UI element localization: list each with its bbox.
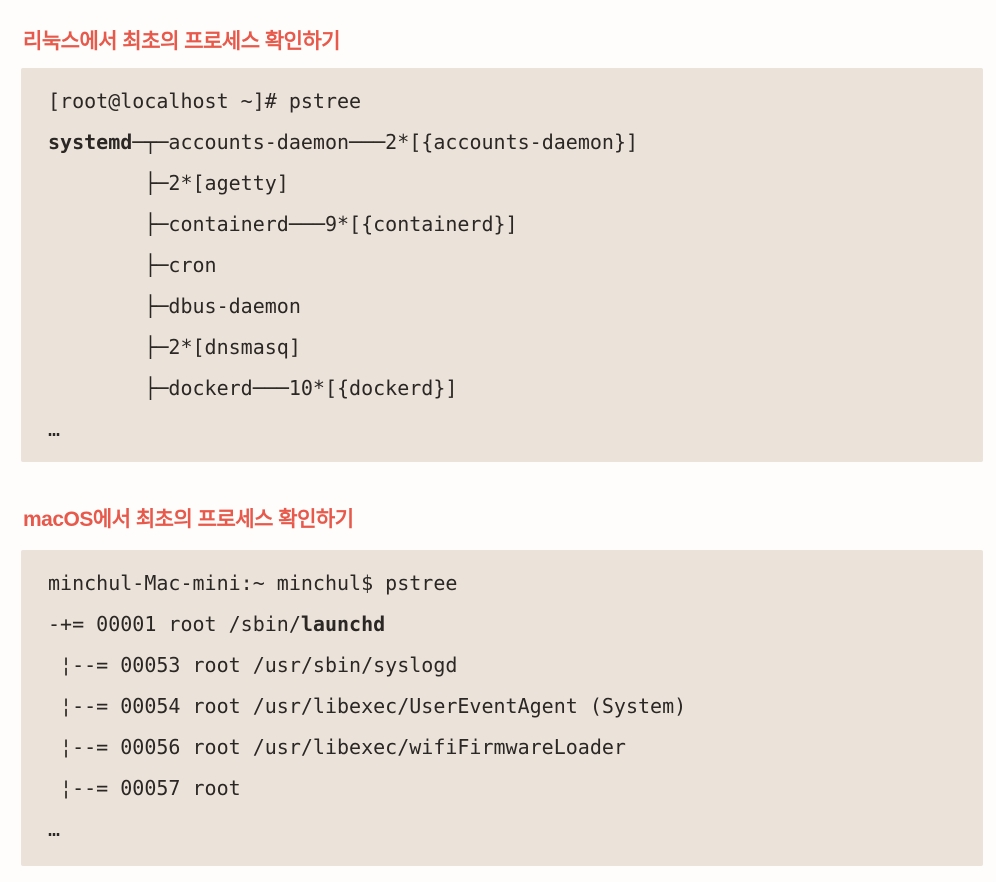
code-segment: …	[48, 817, 61, 841]
code-segment: ├─containerd───9*[{containerd}]	[48, 212, 518, 236]
code-line: [root@localhost ~]# pstree	[48, 81, 957, 122]
code-segment: ¦--= 00056 root /usr/libexec/wifiFirmwar…	[48, 735, 626, 759]
code-segment: ¦--= 00054 root /usr/libexec/UserEventAg…	[48, 694, 687, 718]
code-line: ├─dbus-daemon	[48, 286, 957, 327]
terminal-output-macos-pstree: minchul-Mac-mini:~ minchul$ pstree -+= 00…	[21, 550, 983, 866]
code-line: ¦--= 00053 root /usr/sbin/syslogd	[48, 645, 957, 686]
code-segment: ├─cron	[48, 253, 217, 277]
code-line: ¦--= 00054 root /usr/libexec/UserEventAg…	[48, 686, 957, 727]
code-segment: ├─2*[agetty]	[48, 171, 289, 195]
code-segment: …	[48, 417, 61, 441]
code-line: ├─cron	[48, 245, 957, 286]
terminal-output-linux-pstree: [root@localhost ~]# pstree systemd─┬─acco…	[21, 68, 983, 462]
code-segment: -+= 00001 root /sbin/	[48, 612, 301, 636]
code-line: systemd─┬─accounts-daemon───2*[{accounts…	[48, 122, 957, 163]
code-segment: minchul-Mac-mini:~ minchul$ pstree	[48, 571, 458, 595]
section-heading-linux: 리눅스에서 최초의 프로세스 확인하기	[23, 30, 341, 53]
code-bold-segment: systemd	[48, 130, 133, 154]
code-segment: ├─dbus-daemon	[48, 294, 301, 318]
code-line: …	[48, 409, 957, 450]
code-line: ├─2*[dnsmasq]	[48, 327, 957, 368]
code-segment: ─┬─accounts-daemon───2*[{accounts-daemon…	[132, 130, 639, 154]
code-segment: ¦--= 00053 root /usr/sbin/syslogd	[48, 653, 458, 677]
code-segment: ¦--= 00057 root	[48, 776, 241, 800]
code-line: ├─dockerd───10*[{dockerd}]	[48, 368, 957, 409]
code-line: …	[48, 809, 957, 850]
code-segment: ├─2*[dnsmasq]	[48, 335, 301, 359]
code-bold-segment: launchd	[300, 612, 386, 636]
code-line: -+= 00001 root /sbin/launchd	[48, 604, 957, 645]
code-line: ¦--= 00057 root	[48, 768, 957, 809]
section-heading-macos: macOS에서 최초의 프로세스 확인하기	[23, 508, 354, 531]
code-line: minchul-Mac-mini:~ minchul$ pstree	[48, 563, 957, 604]
code-segment: ├─dockerd───10*[{dockerd}]	[48, 376, 458, 400]
code-segment: [root@localhost ~]# pstree	[48, 89, 362, 113]
code-line: ├─containerd───9*[{containerd}]	[48, 204, 957, 245]
code-line: ├─2*[agetty]	[48, 163, 957, 204]
code-line: ¦--= 00056 root /usr/libexec/wifiFirmwar…	[48, 727, 957, 768]
